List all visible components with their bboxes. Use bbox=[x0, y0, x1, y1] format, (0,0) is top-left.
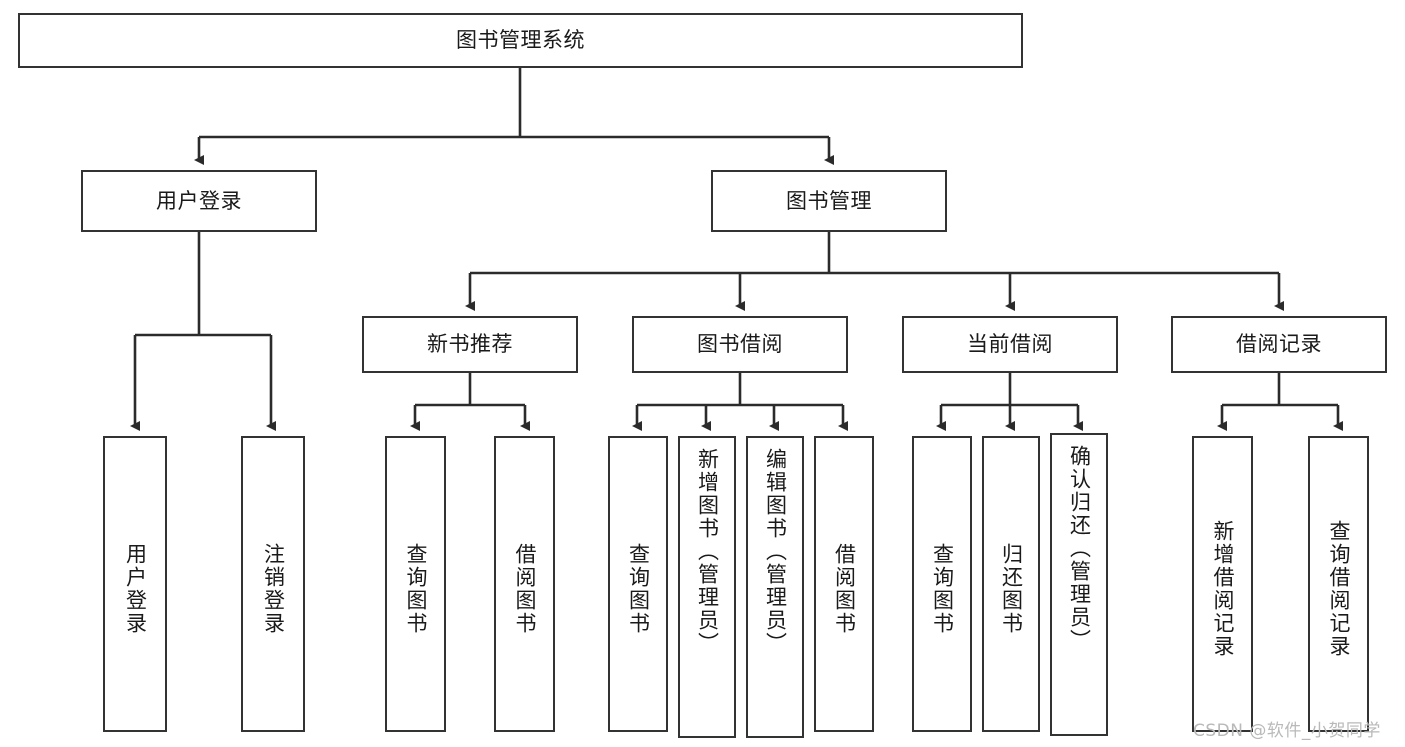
leaf-new-book-query[interactable]: 查询图书 bbox=[385, 436, 446, 732]
leaf-borrow-edit-book-label: 编辑图书（管理员） bbox=[763, 448, 788, 655]
leaf-borrow-borrow-book[interactable]: 借阅图书 bbox=[814, 436, 874, 732]
node-book-borrow-label: 图书借阅 bbox=[697, 332, 783, 357]
leaf-current-query-book-label: 查询图书 bbox=[930, 543, 955, 635]
leaf-borrow-edit-book[interactable]: 编辑图书（管理员） bbox=[746, 436, 804, 738]
leaf-borrow-query-book-label: 查询图书 bbox=[626, 543, 651, 635]
leaf-borrow-borrow-book-label: 借阅图书 bbox=[832, 543, 857, 635]
leaf-current-return-book[interactable]: 归还图书 bbox=[982, 436, 1040, 732]
node-borrow-record[interactable]: 借阅记录 bbox=[1171, 316, 1387, 373]
leaf-record-query-record-label: 查询借阅记录 bbox=[1327, 520, 1351, 658]
leaf-borrow-add-book[interactable]: 新增图书（管理员） bbox=[678, 436, 736, 738]
node-root[interactable]: 图书管理系统 bbox=[18, 13, 1023, 68]
node-book-management[interactable]: 图书管理 bbox=[711, 170, 947, 232]
csdn-watermark: CSDN @软件_小贺同学 bbox=[1193, 721, 1381, 741]
node-borrow-record-label: 借阅记录 bbox=[1236, 332, 1322, 357]
node-current-borrow[interactable]: 当前借阅 bbox=[902, 316, 1118, 373]
leaf-current-return-book-label: 归还图书 bbox=[999, 543, 1024, 635]
leaf-user-login-login-label: 用户登录 bbox=[123, 543, 148, 635]
leaf-new-book-query-label: 查询图书 bbox=[404, 543, 428, 635]
leaf-record-add-record[interactable]: 新增借阅记录 bbox=[1192, 436, 1253, 732]
leaf-user-login-logout-label: 注销登录 bbox=[261, 543, 286, 635]
leaf-user-login-login[interactable]: 用户登录 bbox=[103, 436, 167, 732]
node-user-login-label: 用户登录 bbox=[156, 188, 242, 213]
node-new-book-recommend[interactable]: 新书推荐 bbox=[362, 316, 578, 373]
node-book-management-label: 图书管理 bbox=[786, 188, 872, 213]
node-root-label: 图书管理系统 bbox=[456, 28, 585, 53]
leaf-current-confirm-return[interactable]: 确认归还（管理员） bbox=[1050, 433, 1108, 736]
leaf-current-query-book[interactable]: 查询图书 bbox=[912, 436, 972, 732]
leaf-record-query-record[interactable]: 查询借阅记录 bbox=[1308, 436, 1369, 732]
leaf-new-book-borrow-label: 借阅图书 bbox=[513, 543, 537, 635]
node-user-login[interactable]: 用户登录 bbox=[81, 170, 317, 232]
leaf-record-add-record-label: 新增借阅记录 bbox=[1211, 520, 1235, 658]
leaf-borrow-query-book[interactable]: 查询图书 bbox=[608, 436, 668, 732]
leaf-user-login-logout[interactable]: 注销登录 bbox=[241, 436, 305, 732]
leaf-new-book-borrow[interactable]: 借阅图书 bbox=[494, 436, 555, 732]
node-current-borrow-label: 当前借阅 bbox=[967, 332, 1053, 357]
leaf-borrow-add-book-label: 新增图书（管理员） bbox=[695, 448, 720, 655]
node-book-borrow[interactable]: 图书借阅 bbox=[632, 316, 848, 373]
leaf-current-confirm-return-label: 确认归还（管理员） bbox=[1067, 445, 1092, 652]
node-new-book-recommend-label: 新书推荐 bbox=[427, 332, 513, 357]
